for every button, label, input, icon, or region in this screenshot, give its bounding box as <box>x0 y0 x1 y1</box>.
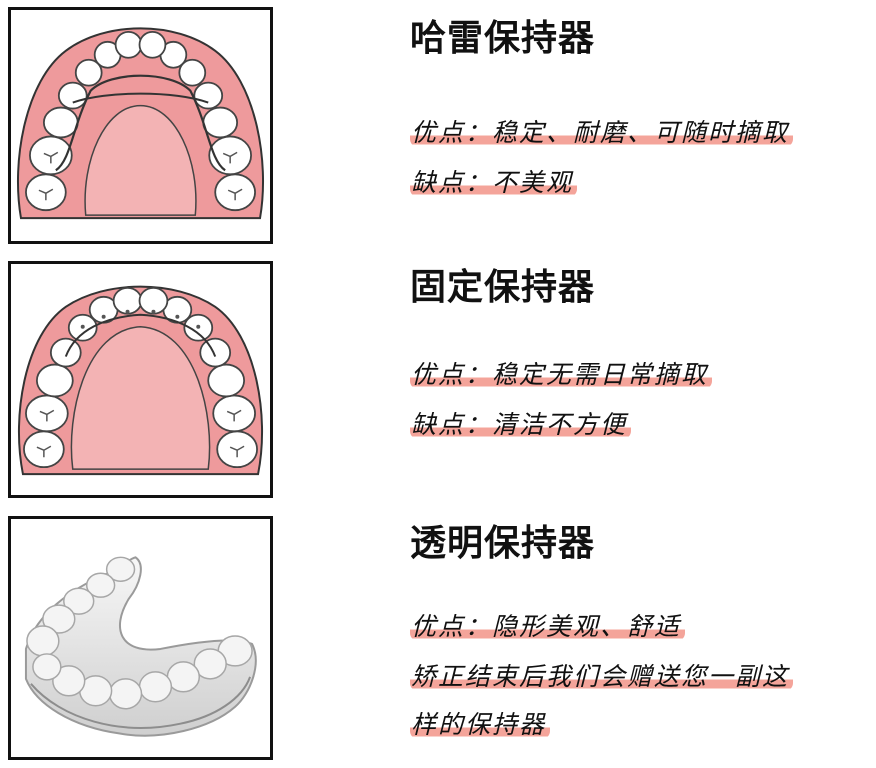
clear-retainer-illustration <box>24 556 257 737</box>
advantage-line: 优点：稳定、耐磨、可随时摘取 <box>410 116 794 150</box>
disadvantage-line: 缺点：清洁不方便 <box>410 408 632 442</box>
section-title: 透明保持器 <box>410 523 596 564</box>
hawley-retainer-illustration <box>16 27 265 220</box>
disadvantage-line: 缺点：不美观 <box>410 166 578 200</box>
note-line: 样的保持器 <box>410 708 551 742</box>
fixed-retainer-illustration <box>17 285 264 476</box>
fixed-retainer-image <box>8 261 273 498</box>
section-title: 哈雷保持器 <box>410 18 596 59</box>
section-title: 固定保持器 <box>410 267 596 308</box>
clear-retainer-image <box>8 516 273 760</box>
note-line: 矫正结束后我们会赠送您一副这 <box>410 660 794 694</box>
advantage-line: 优点：稳定无需日常摘取 <box>410 358 713 392</box>
advantage-line: 优点：隐形美观、舒适 <box>410 610 686 644</box>
hawley-retainer-image <box>8 7 273 244</box>
